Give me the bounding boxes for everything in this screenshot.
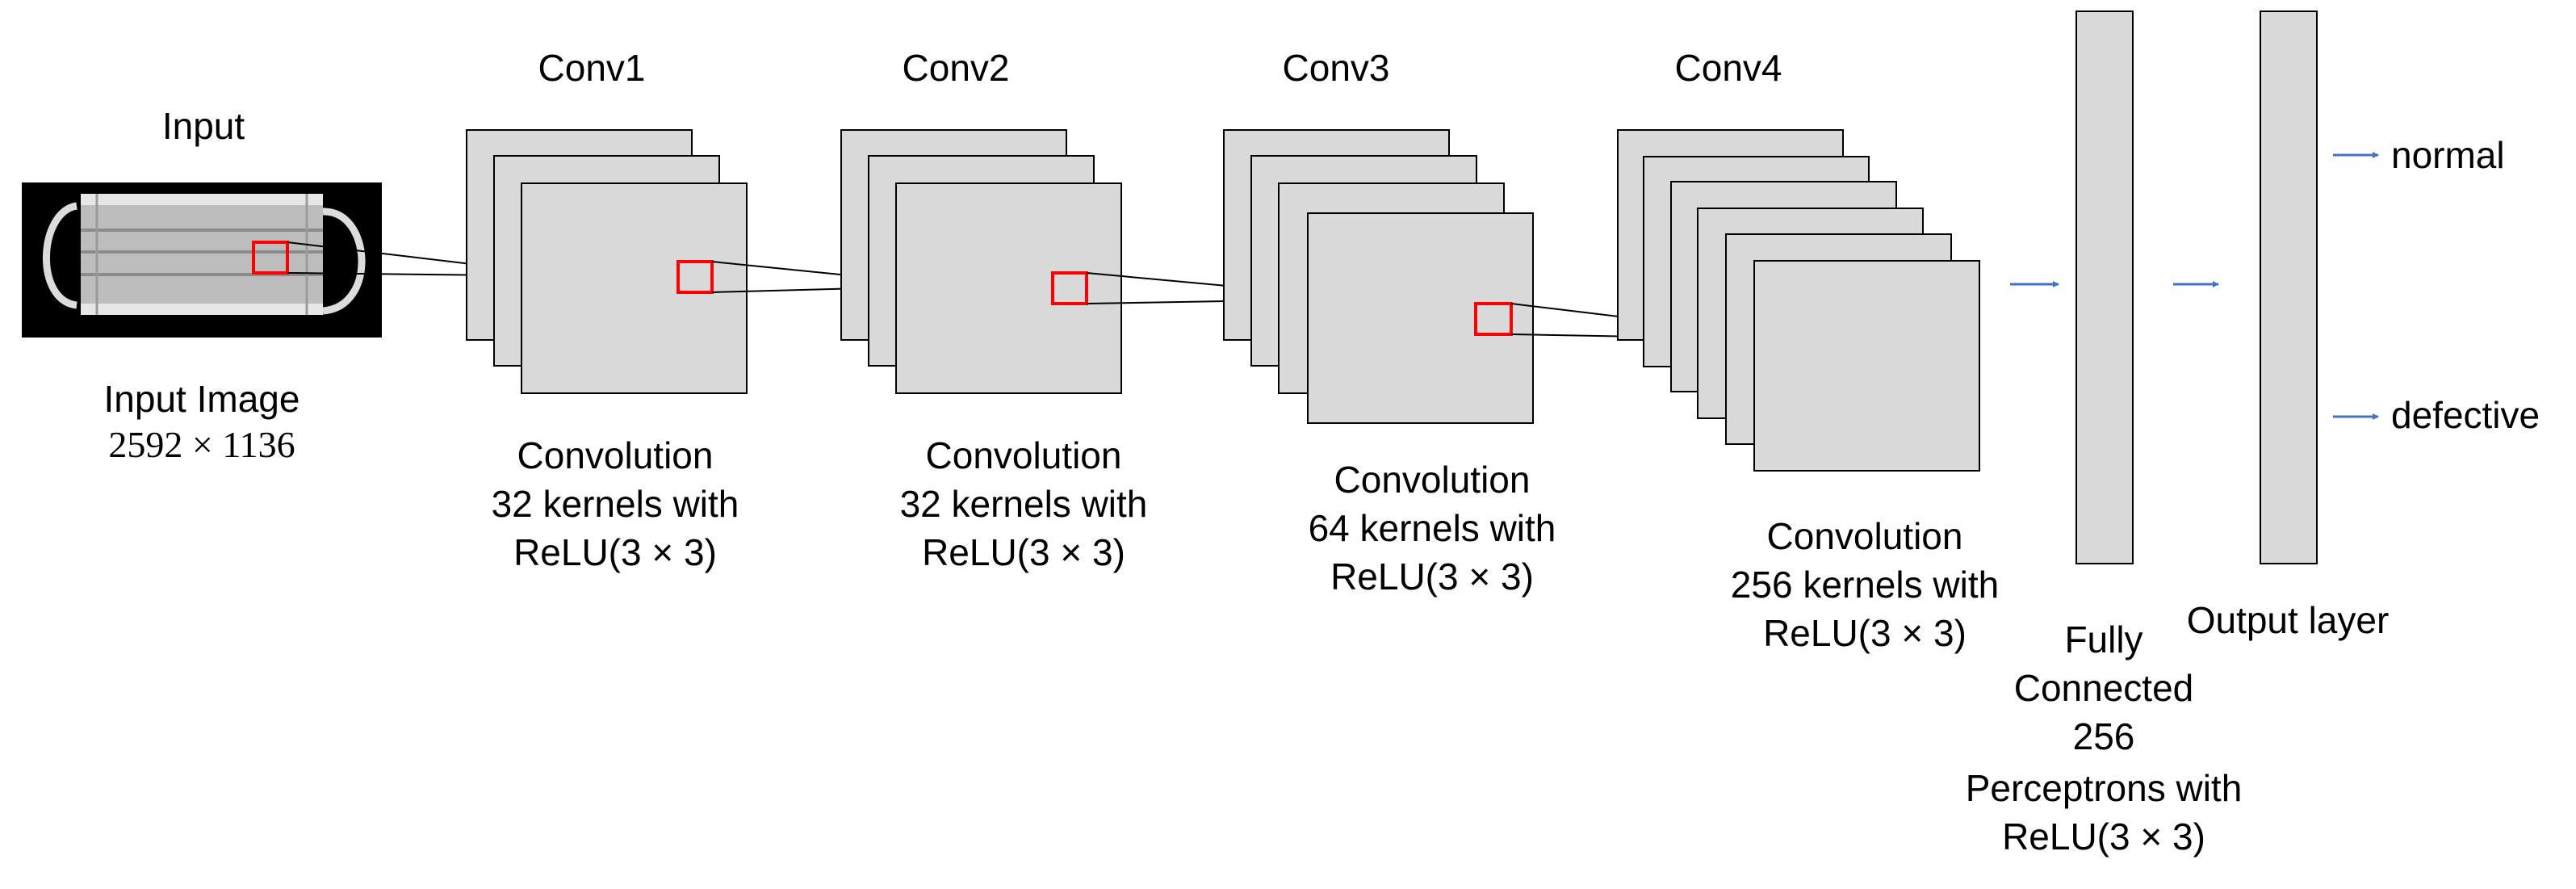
conv3-kernel-box (1474, 302, 1513, 336)
conv3-feature-maps (1223, 129, 1534, 424)
conv3-caption-line3: ReLU(3 × 3) (1330, 556, 1534, 598)
input-image (22, 182, 382, 338)
conv4-heading: Conv4 (1675, 47, 1782, 89)
conv1-caption-line2: 32 kernels with (492, 483, 739, 525)
input-dimensions: 2592 × 1136 (108, 424, 295, 465)
input-heading: Input (162, 105, 245, 147)
conv2-caption-line2: 32 kernels with (900, 483, 1148, 525)
output-layer (2260, 10, 2318, 564)
conv1-heading: Conv1 (538, 47, 646, 89)
fc-caption-line3: 256 (2073, 715, 2135, 757)
conv4-caption-line1: Convolution (1767, 515, 1963, 557)
conv4-caption-line2: 256 kernels with (1731, 564, 1999, 606)
fully-connected-layer (2075, 10, 2134, 564)
mask-body-icon (81, 194, 323, 315)
conv2-caption-line3: ReLU(3 × 3) (922, 531, 1125, 573)
conv3-caption-line1: Convolution (1334, 459, 1531, 501)
input-caption: Input Image (104, 378, 300, 420)
conv1-kernel-box (676, 260, 714, 294)
conv4-caption-line3: ReLU(3 × 3) (1763, 612, 1967, 654)
conv2-heading: Conv2 (903, 47, 1010, 89)
fc-caption-line2: Connected (2014, 667, 2194, 709)
input-kernel-box (252, 241, 289, 275)
class-defective: defective (2391, 394, 2540, 436)
conv2-kernel-box (1051, 271, 1088, 305)
mask-ear-loop-left-icon (43, 202, 78, 309)
conv1-caption-line3: ReLU(3 × 3) (513, 531, 717, 573)
conv2-caption-line1: Convolution (926, 434, 1122, 476)
conv2-feature-maps (840, 129, 1122, 394)
mask-ear-loop-right-icon (322, 208, 366, 315)
fc-caption-line1: Fully (2064, 619, 2142, 660)
class-normal: normal (2391, 134, 2505, 176)
output-layer-label: Output layer (2187, 599, 2390, 641)
fc-caption-line4: Perceptrons with (1966, 767, 2243, 809)
conv3-caption-line2: 64 kernels with (1309, 507, 1556, 549)
conv3-heading: Conv3 (1283, 47, 1390, 89)
conv4-feature-maps (1617, 129, 1980, 472)
fc-caption-line5: ReLU(3 × 3) (2002, 816, 2205, 858)
conv1-caption-line1: Convolution (517, 434, 714, 476)
